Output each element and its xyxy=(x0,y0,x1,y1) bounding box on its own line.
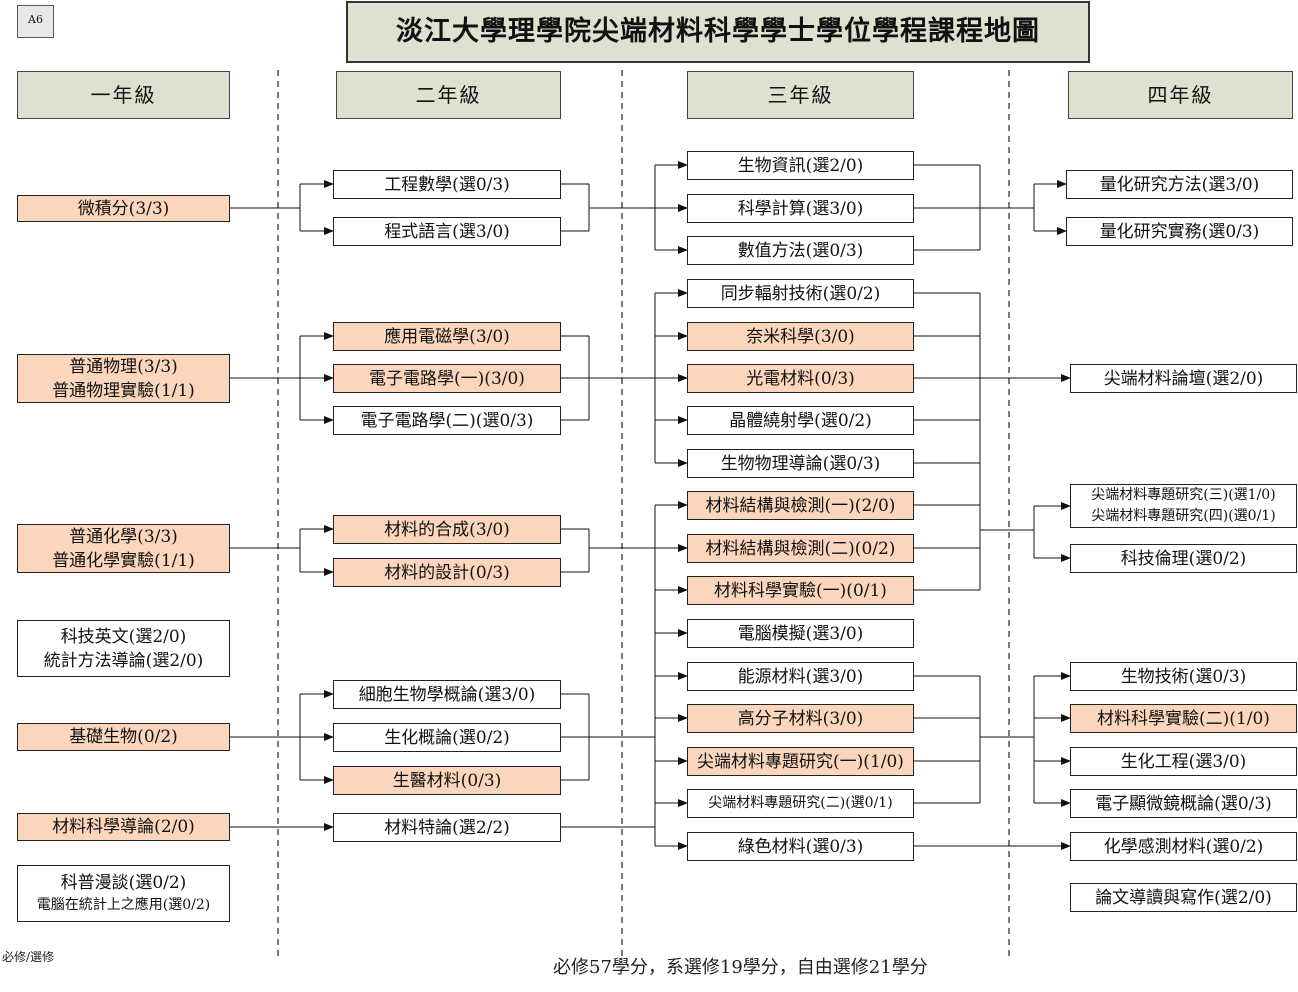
course-project-1: 尖端材料專題研究(一)(1/0) xyxy=(687,747,914,776)
course-line: 普通化學實驗(1/1) xyxy=(52,550,195,571)
course-quant-practice: 量化研究實務(選0/3) xyxy=(1066,217,1293,246)
course-science-talk: 科普漫談(選0/2) 電腦在統計上之應用(選0/2) xyxy=(17,865,230,922)
course-line: 統計方法導論(選2/0) xyxy=(43,650,204,671)
course-line: 普通物理實驗(1/1) xyxy=(52,380,195,401)
course-basic-biology: 基礎生物(0/2) xyxy=(17,723,230,751)
course-line: 電腦在統計上之應用(選0/2) xyxy=(36,897,211,913)
course-sci-computing: 科學計算(選3/0) xyxy=(687,194,914,223)
course-general-chemistry: 普通化學(3/3) 普通化學實驗(1/1) xyxy=(17,524,230,573)
course-chem-sensing: 化學感測材料(選0/2) xyxy=(1070,832,1297,861)
course-lab-1: 材料科學實驗(一)(0/1) xyxy=(687,576,914,605)
course-polymer: 高分子材料(3/0) xyxy=(687,704,914,733)
course-programming: 程式語言(選3/0) xyxy=(333,217,561,246)
course-special-topics: 材料特論(選2/2) xyxy=(333,813,561,842)
course-ethics: 科技倫理(選0/2) xyxy=(1070,544,1297,573)
course-optoelectronic: 光電材料(0/3) xyxy=(687,364,914,393)
course-energy-materials: 能源材料(選3/0) xyxy=(687,662,914,691)
course-calculus: 微積分(3/3) xyxy=(17,195,230,222)
course-general-physics: 普通物理(3/3) 普通物理實驗(1/1) xyxy=(17,354,230,403)
course-tech-english: 科技英文(選2/0) 統計方法導論(選2/0) xyxy=(17,620,230,677)
course-line: 科技英文(選2/0) xyxy=(60,626,187,647)
course-structure-1: 材料結構與檢測(一)(2/0) xyxy=(687,491,914,520)
year-header-1: 一年級 xyxy=(17,71,230,119)
course-numerical-methods: 數值方法(選0/3) xyxy=(687,236,914,265)
course-synthesis: 材料的合成(3/0) xyxy=(333,515,561,544)
course-bioinformatics: 生物資訊(選2/0) xyxy=(687,151,914,180)
year-header-3: 三年級 xyxy=(687,71,914,119)
course-synchrotron: 同步輻射技術(選0/2) xyxy=(687,279,914,308)
course-crystal-diffraction: 晶體繞射學(選0/2) xyxy=(687,406,914,435)
course-thesis-reading: 論文導讀與寫作(選2/0) xyxy=(1070,883,1297,912)
course-design: 材料的設計(0/3) xyxy=(333,558,561,587)
course-line: 普通化學(3/3) xyxy=(69,526,178,547)
course-intro-materials: 材料科學導論(2/0) xyxy=(17,813,230,841)
course-projects-3-4: 尖端材料專題研究(三)(選1/0) 尖端材料專題研究(四)(選0/1) xyxy=(1070,484,1297,528)
course-eng-math: 工程數學(選0/3) xyxy=(333,170,561,199)
course-em-microscopy: 電子顯微鏡概論(選0/3) xyxy=(1070,789,1297,818)
course-circuits-2: 電子電路學(二)(選0/3) xyxy=(333,406,561,435)
course-cell-biology: 細胞生物學概論(選3/0) xyxy=(333,680,561,709)
course-project-2: 尖端材料專題研究(二)(選0/1) xyxy=(687,789,914,818)
course-biochem: 生化概論(選0/2) xyxy=(333,723,561,752)
course-line: 尖端材料專題研究(四)(選0/1) xyxy=(1091,508,1276,524)
course-green-materials: 綠色材料(選0/3) xyxy=(687,832,914,861)
course-biomed-materials: 生醫材料(0/3) xyxy=(333,766,561,795)
course-structure-2: 材料結構與檢測(二)(0/2) xyxy=(687,534,914,563)
course-biophysics: 生物物理導論(選0/3) xyxy=(687,449,914,478)
course-line: 科普漫談(選0/2) xyxy=(60,873,187,893)
course-lab-2: 材料科學實驗(二)(1/0) xyxy=(1070,704,1297,733)
course-forum: 尖端材料論壇(選2/0) xyxy=(1070,364,1297,393)
year-header-4: 四年級 xyxy=(1068,71,1293,119)
course-nano-science: 奈米科學(3/0) xyxy=(687,322,914,351)
credit-summary: 必修57學分，系選修19學分，自由選修21學分 xyxy=(553,957,928,978)
course-biotech: 生物技術(選0/3) xyxy=(1070,662,1297,691)
year-header-2: 二年級 xyxy=(336,71,561,119)
course-simulation: 電腦模擬(選3/0) xyxy=(687,619,914,648)
page-tag: A6 xyxy=(17,5,54,38)
course-circuits-1: 電子電路學(一)(3/0) xyxy=(333,364,561,393)
course-applied-em: 應用電磁學(3/0) xyxy=(333,322,561,351)
course-quant-methods: 量化研究方法(選3/0) xyxy=(1066,170,1293,199)
course-line: 普通物理(3/3) xyxy=(69,356,178,377)
legend-note: 必修/選修 xyxy=(2,950,55,964)
page-title: 淡江大學理學院尖端材料科學學士學位學程課程地圖 xyxy=(346,1,1090,63)
course-line: 尖端材料專題研究(三)(選1/0) xyxy=(1091,487,1276,503)
course-biochem-eng: 生化工程(選3/0) xyxy=(1070,747,1297,776)
